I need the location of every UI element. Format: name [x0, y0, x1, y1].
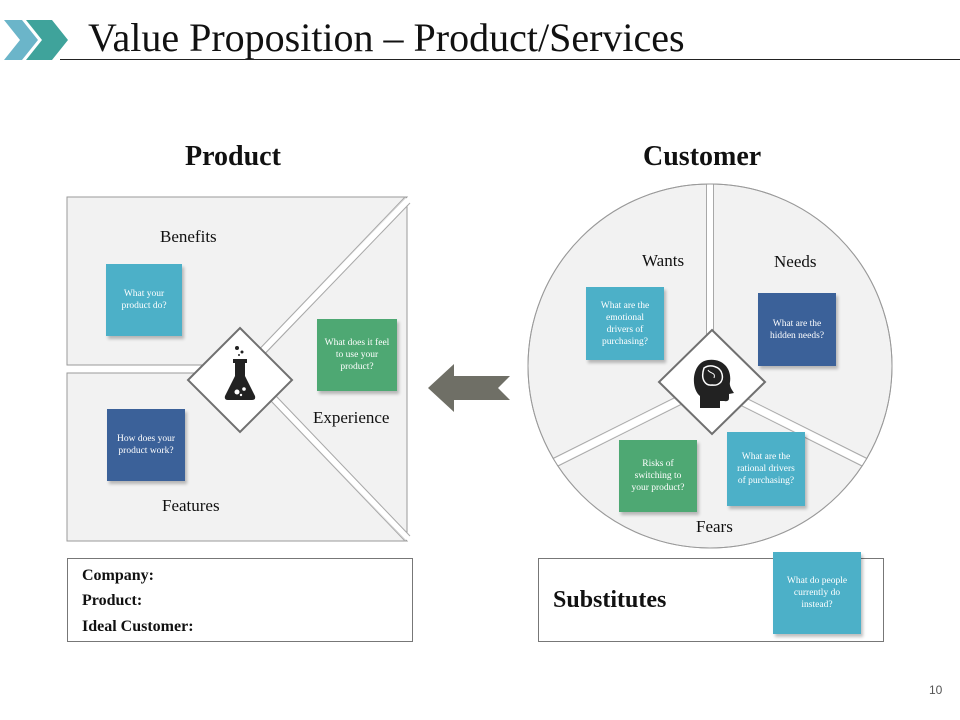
company-info-box: Company: Product: Ideal Customer:	[67, 558, 413, 642]
wants-note: What are the emotional drivers of purcha…	[586, 287, 664, 360]
page-number: 10	[929, 683, 943, 697]
features-label: Features	[162, 496, 220, 515]
experience-note: What does it feel to use your product?	[317, 319, 397, 391]
left-arrow-icon	[428, 364, 510, 412]
needs-label: Needs	[774, 252, 817, 271]
slide-title: Value Proposition – Product/Services	[88, 15, 685, 60]
customer-heading: Customer	[643, 141, 762, 172]
needs-note: What are the hidden needs?	[758, 293, 836, 366]
company-label: Company:	[82, 567, 155, 584]
customer-circle-diagram	[527, 183, 893, 549]
wants-label: Wants	[642, 251, 685, 270]
risks-note: Risks of switching to your product?	[619, 440, 697, 512]
product-heading: Product	[185, 141, 281, 172]
rational-drivers-note: What are the rational drivers of purchas…	[727, 432, 805, 506]
chevron-arrows-icon	[4, 20, 68, 60]
substitutes-note: What do people currently do instead?	[773, 552, 861, 634]
substitutes-label: Substitutes	[553, 587, 667, 613]
features-note: How does your product work?	[107, 409, 185, 481]
head-brain-icon	[693, 359, 734, 408]
flask-icon	[224, 346, 256, 400]
benefits-label: Benefits	[160, 227, 217, 246]
fears-label: Fears	[696, 517, 733, 536]
title-underline	[60, 59, 960, 60]
benefits-note: What your product do?	[106, 264, 182, 336]
experience-label: Experience	[313, 408, 390, 427]
product-label: Product:	[82, 592, 143, 609]
ideal-customer-label: Ideal Customer:	[82, 618, 194, 635]
